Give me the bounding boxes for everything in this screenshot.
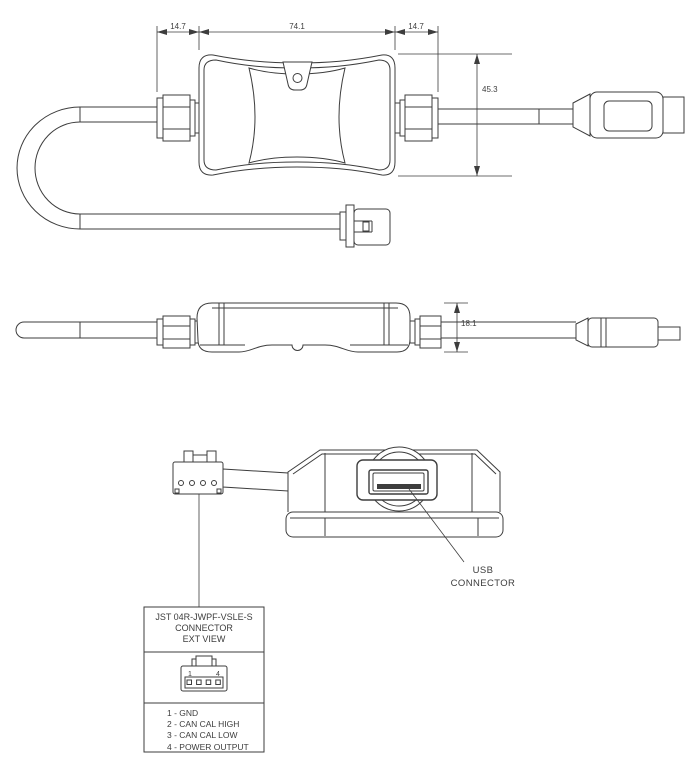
cable-gland-left	[157, 95, 200, 141]
top-view: 14.7 74.1 14.7 45.3	[17, 22, 684, 247]
pinout-line-1: 1 - GND	[167, 708, 198, 718]
pinout-line-3: 3 - CAN CAL LOW	[167, 730, 238, 740]
dim-body-width: 45.3	[482, 85, 498, 94]
dim-right-gland: 14.7	[408, 22, 424, 31]
pin	[216, 680, 221, 685]
pin-first-label: 1	[188, 671, 192, 678]
pin	[197, 680, 202, 685]
pin-hole	[190, 481, 195, 486]
cable-gland-left-side	[157, 316, 200, 348]
dim-left-gland: 14.7	[170, 22, 186, 31]
side-view: 18.1	[16, 303, 680, 352]
cable-top-view	[17, 107, 573, 229]
dimension-body-width: 45.3	[398, 54, 512, 176]
callout-connector-drawing: 1 4	[181, 656, 227, 691]
pin-last-label: 4	[216, 671, 220, 678]
pin-hole	[179, 481, 184, 486]
callout-title-line1: JST 04R-JWPF-VSLE-S	[155, 612, 252, 622]
pin-hole	[201, 481, 206, 486]
usb-connector-label: USB CONNECTOR	[451, 565, 516, 589]
callout-pinout: 1 - GND 2 - CAN CAL HIGH 3 - CAN CAL LOW…	[167, 708, 249, 752]
pin-hole	[212, 481, 217, 486]
callout-box: JST 04R-JWPF-VSLE-S CONNECTOR EXT VIEW 1…	[144, 607, 264, 752]
mount-hole	[293, 74, 302, 83]
wire-bundle	[223, 469, 288, 491]
callout-title: JST 04R-JWPF-VSLE-S CONNECTOR EXT VIEW	[155, 612, 252, 644]
device-base-front	[286, 512, 503, 537]
device-body-top	[199, 55, 395, 175]
dim-side-height: 18.1	[461, 319, 477, 328]
usb-label-line1: USB	[473, 565, 494, 576]
front-view: USB CONNECTOR	[173, 447, 515, 607]
cable-side-view	[16, 322, 576, 338]
usb-receptacle	[357, 460, 437, 500]
callout-title-line2: CONNECTOR	[175, 623, 233, 633]
cable-gland-right	[395, 95, 438, 141]
dim-body-length: 74.1	[289, 22, 305, 31]
pin	[187, 680, 192, 685]
pin	[206, 680, 211, 685]
dimension-horizontal: 14.7 74.1 14.7	[157, 22, 438, 92]
cable-gland-right-side	[410, 316, 441, 348]
callout-title-line3: EXT VIEW	[183, 634, 226, 644]
mount-tab	[283, 62, 312, 90]
dimension-side-height: 18.1	[444, 303, 477, 352]
leader-usb	[409, 489, 464, 562]
device-body-side	[197, 303, 410, 352]
jst-plug-top	[340, 205, 390, 247]
usb-plug-side	[576, 318, 680, 347]
usb-plug-top	[573, 92, 684, 138]
usb-tongue	[377, 484, 421, 489]
jst-connector-front	[173, 451, 223, 494]
pinout-line-2: 2 - CAN CAL HIGH	[167, 719, 239, 729]
pinout-line-4: 4 - POWER OUTPUT	[167, 742, 249, 752]
usb-label-line2: CONNECTOR	[451, 578, 516, 589]
